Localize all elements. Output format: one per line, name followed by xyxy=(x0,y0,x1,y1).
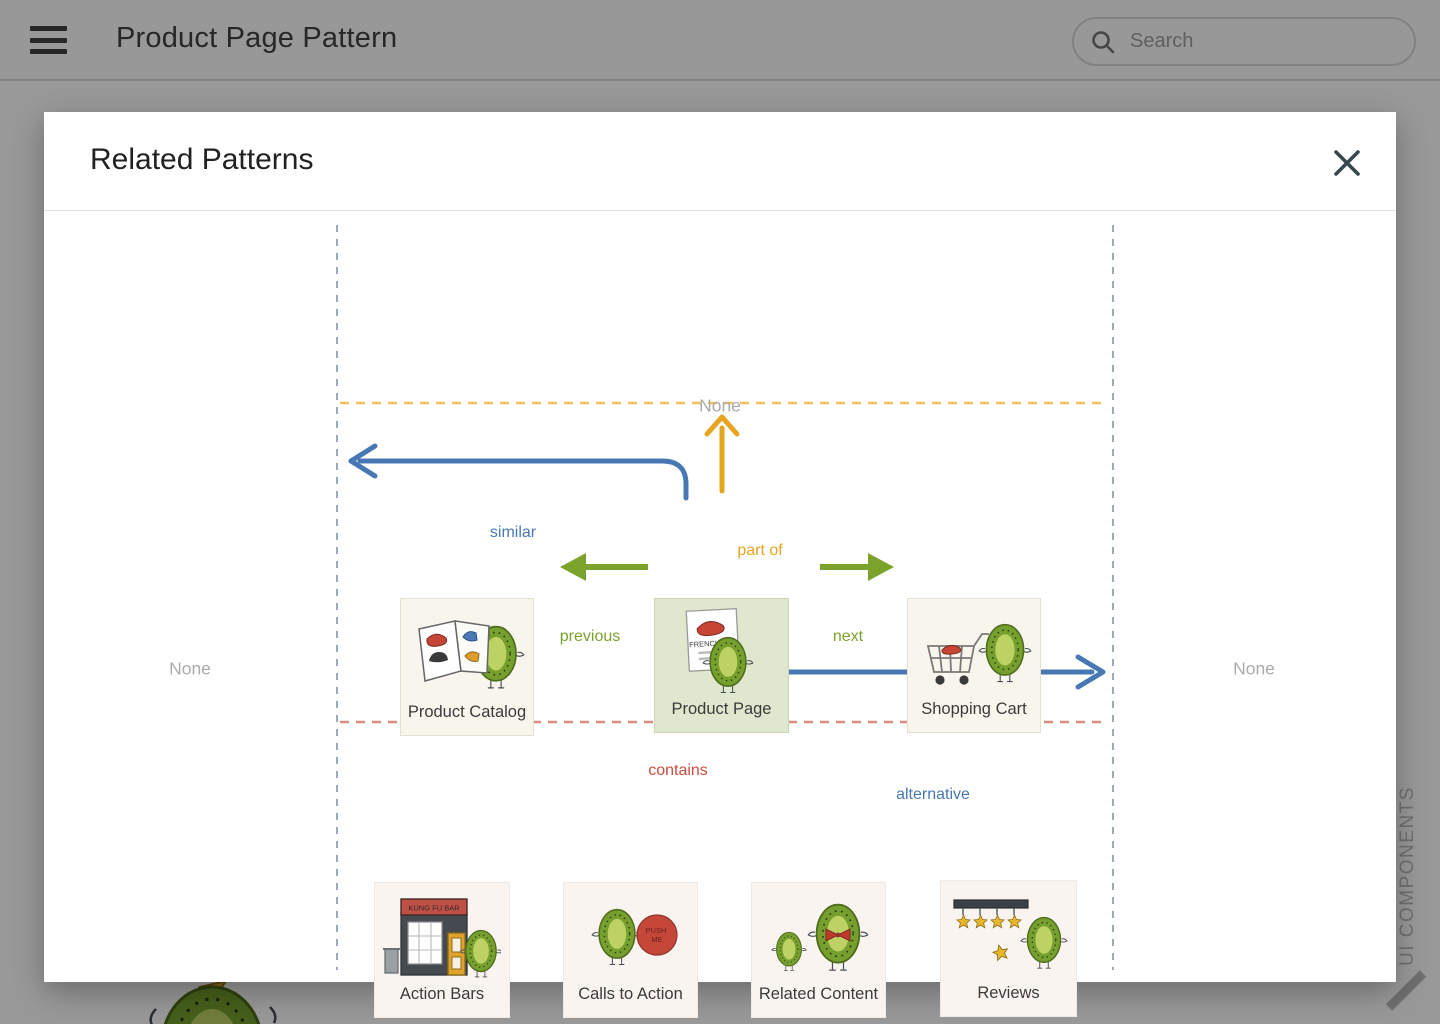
shopping-cart-illustration xyxy=(926,623,1032,685)
node-action-bars[interactable]: KUNG FU BAR Action Bars xyxy=(374,882,510,1018)
contains-label: contains xyxy=(648,762,708,779)
action-bars-illustration: KUNG FU BAR xyxy=(383,898,501,978)
app-top-bar: Product Page Pattern xyxy=(0,0,1440,81)
node-related-content[interactable]: Related Content xyxy=(751,882,886,1018)
node-calls-to-action[interactable]: PUSH ME Calls to Action xyxy=(563,882,698,1018)
hamburger-menu-icon[interactable] xyxy=(30,26,67,54)
node-reviews[interactable]: Reviews xyxy=(940,880,1077,1017)
related-patterns-modal: Related Patterns xyxy=(44,112,1396,1018)
right-none-zone-label: None xyxy=(1233,658,1275,679)
node-product-catalog[interactable]: Product Catalog xyxy=(400,598,534,736)
alternative-label: alternative xyxy=(896,786,970,803)
similar-label: similar xyxy=(489,524,537,541)
node-label: Reviews xyxy=(977,984,1040,1002)
background-kiwi-illustration xyxy=(148,979,278,1024)
next-arrow xyxy=(820,553,894,581)
node-shopping-cart[interactable]: Shopping Cart xyxy=(907,598,1041,733)
node-label: Product Page xyxy=(671,700,772,718)
top-none-zone-label: None xyxy=(699,395,741,416)
reviews-illustration xyxy=(952,899,1068,969)
similar-arrow xyxy=(348,443,689,501)
french-hat-sign-text: FRENCH HAT xyxy=(688,638,737,650)
modal-header: Related Patterns xyxy=(44,112,1396,211)
part-of-label: part of xyxy=(737,542,783,559)
node-label: Calls to Action xyxy=(578,985,683,1003)
node-label: Action Bars xyxy=(399,985,485,1003)
close-icon[interactable] xyxy=(1332,148,1362,178)
product-page-illustration: FRENCH HAT xyxy=(685,608,754,694)
left-none-zone-label: None xyxy=(169,658,211,679)
node-label: Related Content xyxy=(758,985,879,1003)
page-title: Product Page Pattern xyxy=(116,22,398,54)
related-content-illustration xyxy=(770,903,869,972)
node-label: Shopping Cart xyxy=(921,700,1027,718)
modal-title: Related Patterns xyxy=(90,143,314,176)
search-input[interactable] xyxy=(1130,30,1390,53)
previous-label: previous xyxy=(559,628,621,645)
kung-fu-bar-sign-text: KUNG FU BAR xyxy=(408,904,460,913)
part-of-arrow xyxy=(704,414,740,494)
node-product-page[interactable]: FRENCH HAT Product Page xyxy=(654,598,789,733)
next-label: next xyxy=(832,628,864,645)
previous-arrow xyxy=(560,553,648,581)
search-box[interactable] xyxy=(1072,17,1416,66)
calls-to-action-illustration: PUSH ME xyxy=(590,908,678,966)
node-label: Product Catalog xyxy=(407,703,527,721)
product-catalog-illustration xyxy=(418,620,525,689)
relations-diagram: None None None similar part of previous … xyxy=(44,211,1396,1018)
diagram-lines-layer xyxy=(336,225,1114,970)
search-icon xyxy=(1092,30,1115,53)
push-me-button-text: PUSH ME xyxy=(645,926,668,944)
